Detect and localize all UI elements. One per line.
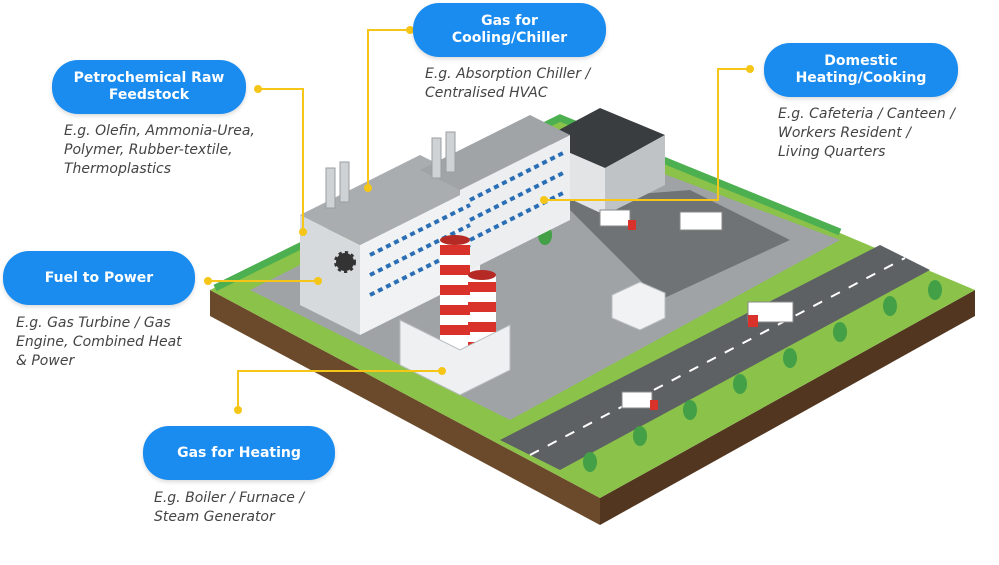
trucks — [599, 209, 794, 409]
ground-soil-right — [600, 290, 975, 525]
label-gas-for-heating: Gas for Heating — [143, 426, 335, 480]
connector-lines — [208, 29, 750, 410]
factory-side — [300, 215, 360, 335]
warehouse-wall — [605, 135, 665, 215]
label-gas-cooling-chiller: Gas for Cooling/Chiller — [413, 3, 606, 57]
roadside-trees — [538, 225, 942, 472]
annex-roof — [420, 115, 570, 190]
factory-front — [360, 185, 480, 335]
annex-front — [460, 135, 570, 275]
desc-gas-cooling-chiller: E.g. Absorption Chiller / Centralised HV… — [425, 66, 591, 101]
boiler-house — [399, 319, 511, 396]
ground-soil-left — [210, 290, 600, 525]
desc-domestic-heating-cooking: E.g. Cafeteria / Canteen / Workers Resid… — [778, 106, 955, 160]
guard-house — [611, 281, 666, 331]
chimneys — [325, 131, 456, 209]
connector-dots — [204, 26, 754, 414]
desc-petrochemical-feedstock: E.g. Olefin, Ammonia-Urea, Polymer, Rubb… — [64, 123, 255, 177]
gear-icon — [334, 251, 356, 273]
label-domestic-heating-cooking: Domestic Heating/Cooking — [764, 43, 958, 97]
label-fuel-to-power: Fuel to Power — [3, 251, 195, 305]
warehouse-roof — [540, 108, 665, 168]
desc-fuel-to-power: E.g. Gas Turbine / Gas Engine, Combined … — [16, 315, 182, 369]
truck-cabs — [628, 220, 758, 410]
label-petrochemical-feedstock: Petrochemical Raw Feedstock — [52, 60, 246, 114]
desc-gas-for-heating: E.g. Boiler / Furnace / Steam Generator — [154, 490, 305, 525]
